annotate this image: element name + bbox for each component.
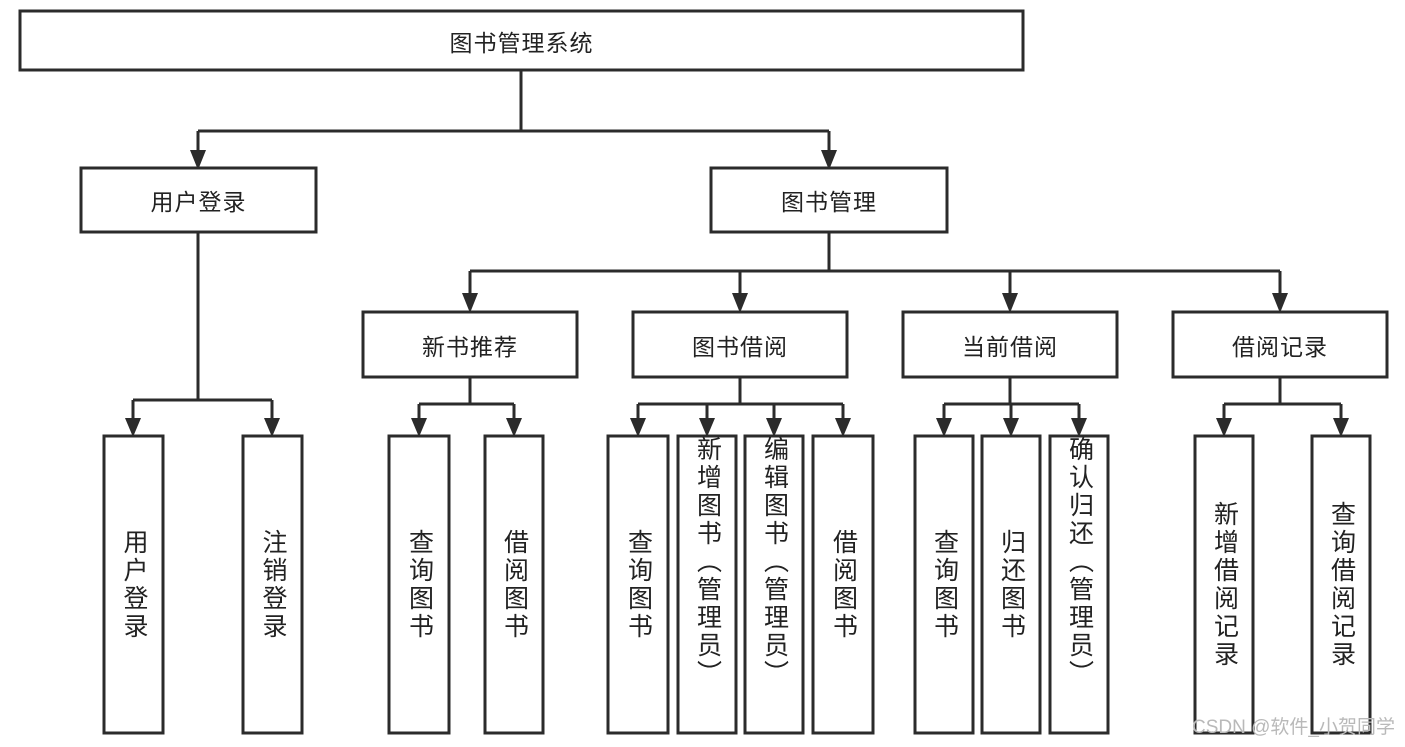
arrow-current-to-leaf1 <box>936 418 952 437</box>
arrow-newbook-to-leaf1 <box>411 418 427 437</box>
node-box-leaf-0[interactable] <box>102 434 165 735</box>
arrow-userlogin-to-leaf1 <box>125 418 141 437</box>
edge-group-root-to-level2 <box>190 70 837 170</box>
node-box-leaf-12[interactable] <box>1310 434 1372 735</box>
arrow-root-to-book-mgmt <box>821 150 837 170</box>
arrow-current-to-leaf3 <box>1071 418 1087 437</box>
arrow-userlogin-to-leaf2 <box>264 418 280 437</box>
edge-group-records-to-leaves <box>1216 377 1349 437</box>
arrow-records-to-leaf2 <box>1333 418 1349 437</box>
arrow-bookmgmt-to-records <box>1272 293 1288 313</box>
arrow-bookmgmt-to-newbook <box>462 293 478 313</box>
edge-group-bookmgmt-to-level3 <box>462 232 1288 313</box>
arrow-newbook-to-leaf2 <box>506 418 522 437</box>
edge-group-userlogin-to-leaves <box>125 232 280 437</box>
node-box-leaf-8[interactable] <box>913 434 975 735</box>
edge-group-borrow-to-leaves <box>630 377 851 437</box>
node-box-leaf-1[interactable] <box>241 434 304 735</box>
node-box-root[interactable] <box>18 9 1025 72</box>
node-box-borrow-records[interactable] <box>1171 310 1389 379</box>
node-box-leaf-10[interactable] <box>1048 434 1110 735</box>
node-box-leaf-7[interactable] <box>811 434 875 735</box>
arrow-current-to-leaf2 <box>1003 418 1019 437</box>
node-box-leaf-4[interactable] <box>606 434 670 735</box>
node-box-current-borrow[interactable] <box>901 310 1119 379</box>
edge-group-current-to-leaves <box>936 377 1087 437</box>
arrow-root-to-user-login <box>190 150 206 170</box>
arrow-bookmgmt-to-borrow <box>732 293 748 313</box>
node-box-new-book-recommend[interactable] <box>361 310 579 379</box>
arrow-borrow-to-leaf3 <box>766 418 782 437</box>
node-box-leaf-9[interactable] <box>980 434 1042 735</box>
arrow-records-to-leaf1 <box>1216 418 1232 437</box>
arrow-borrow-to-leaf1 <box>630 418 646 437</box>
node-box-leaf-2[interactable] <box>387 434 451 735</box>
arrow-borrow-to-leaf2 <box>699 418 715 437</box>
node-box-book-borrow[interactable] <box>631 310 849 379</box>
node-box-leaf-6[interactable] <box>743 434 805 735</box>
arrow-borrow-to-leaf4 <box>835 418 851 437</box>
node-box-leaf-5[interactable] <box>676 434 738 735</box>
node-box-leaf-11[interactable] <box>1193 434 1255 735</box>
edge-group-newbook-to-leaves <box>411 377 522 437</box>
node-box-book-management[interactable] <box>709 166 949 234</box>
node-box-leaf-3[interactable] <box>483 434 545 735</box>
arrow-bookmgmt-to-current <box>1002 293 1018 313</box>
node-box-user-login[interactable] <box>79 166 318 234</box>
